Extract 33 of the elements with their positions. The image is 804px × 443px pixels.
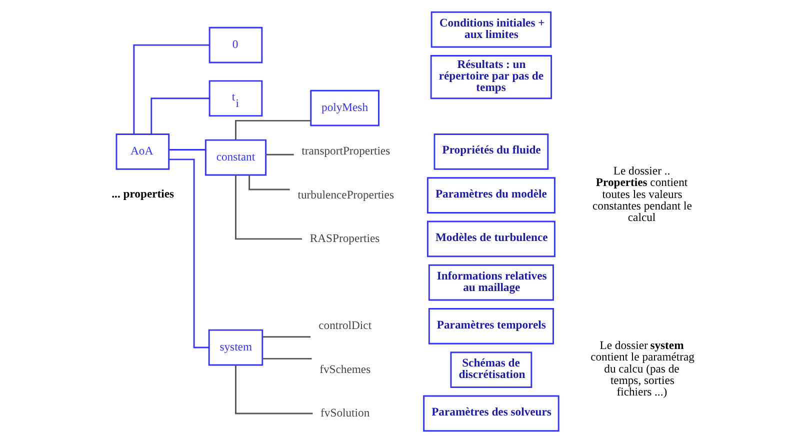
- connector: [262, 336, 311, 338]
- node-box: 0: [208, 26, 263, 64]
- node-box: Conditions initiales + aux limites: [430, 11, 552, 48]
- node-text: turbulenceProperties: [298, 188, 394, 202]
- node-box: Schémas de discrétisation: [450, 352, 532, 388]
- connector: [262, 358, 312, 360]
- node-box: Modèles de turbulence: [426, 220, 556, 258]
- node-box: constant: [204, 139, 267, 176]
- connector: [266, 154, 294, 156]
- node-box: Résultats : un répertoire par pas de temps: [430, 54, 552, 100]
- node-box: system: [208, 329, 264, 366]
- connector: [169, 149, 206, 150]
- node-text: fvSchemes: [320, 362, 371, 376]
- connector: [235, 365, 313, 414]
- node-box: Propriétés du fluide: [434, 134, 549, 170]
- connector: [133, 44, 210, 134]
- node-text: fvSolution: [320, 406, 370, 420]
- label: Le dossier system contient le paramétrag du calcu (pas de temps, sorties fichiers ...): [590, 339, 695, 399]
- connector: [150, 98, 210, 134]
- label: Le dossier .. Properties contient toutes les valeurs constantes pendant le calcul: [592, 164, 692, 224]
- node-text: controlDict: [318, 319, 372, 332]
- connector: [235, 175, 302, 240]
- label: ... properties: [112, 187, 174, 200]
- node-box: Informations relatives au maillage: [428, 264, 554, 301]
- connector: [235, 120, 311, 140]
- node-box: Paramètres temporels: [428, 308, 554, 344]
- connector: [248, 175, 290, 190]
- node-text: RASProperties: [310, 232, 380, 245]
- node-text: transportProperties: [302, 144, 390, 158]
- node-box: Paramètres des solveurs: [423, 395, 560, 432]
- node-box: polyMesh: [310, 90, 380, 126]
- node-box: Paramètres du modèle: [426, 177, 556, 214]
- node-box: AoA: [116, 134, 170, 170]
